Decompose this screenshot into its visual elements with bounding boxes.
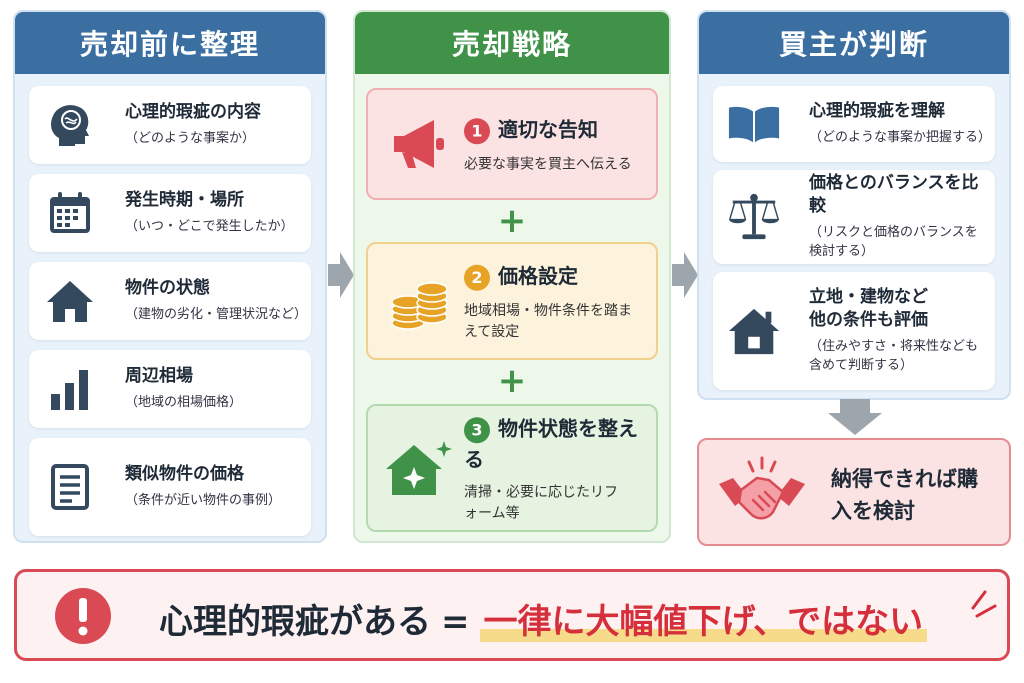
key-message-banner: 心理的瑕疵がある=一律に大幅値下げ、ではない: [14, 569, 1010, 661]
strategy-step: 1 適切な告知 必要な事実を買主へ伝える: [366, 88, 658, 200]
item-sub: （建物の劣化・管理状況など）: [125, 307, 308, 323]
item-sub: （住みやすさ・将来性なども含めて判断する）: [809, 339, 979, 373]
megaphone-icon: [384, 109, 454, 179]
calendar-icon: [43, 186, 97, 240]
column-strategy: 売却戦略 1 適切な告知 必要な事実を買主へ伝える + 2 価格設定 地域相場・物件…: [353, 10, 671, 543]
arrow-down-icon: [828, 399, 882, 435]
head-brain-icon: [43, 98, 97, 152]
step-number: 3: [464, 416, 490, 443]
list-item: 発生時期・場所 （いつ・どこで発生したか）: [29, 174, 311, 252]
column-title: 買主が判断: [699, 12, 1009, 74]
banner-equals: =: [441, 602, 470, 642]
sparkle-house-icon: [384, 433, 454, 503]
coins-icon: [384, 266, 454, 336]
banner-right: 一律に大幅値下げ、ではない: [479, 602, 928, 642]
document-icon: [43, 460, 97, 514]
item-title: 心理的瑕疵を理解: [809, 101, 945, 122]
list-item: 価格とのバランスを比較 （リスクと価格のバランスを検討する）: [713, 170, 995, 264]
step-number: 1: [464, 117, 490, 144]
item-title: 類似物件の価格: [125, 464, 244, 485]
item-sub: （どのような事案か把握する）: [809, 130, 992, 146]
scale-icon: [727, 190, 781, 244]
item-title: 周辺相場: [125, 366, 193, 387]
item-sub: （地域の相場価格）: [125, 395, 243, 411]
item-title: 価格とのバランスを比較: [809, 173, 979, 217]
column-preparation: 売却前に整理 心理的瑕疵の内容 （どのような事案か） 発生時期・場所 （いつ・ど…: [13, 10, 327, 543]
emphasis-marks-icon: [971, 590, 997, 618]
book-icon: [727, 97, 781, 151]
decision-box: 納得できれば購入を検討: [697, 438, 1011, 546]
item-title: 物件の状態: [125, 278, 210, 299]
item-sub: （いつ・どこで発生したか）: [125, 219, 294, 235]
step-title: 価格設定: [498, 263, 578, 288]
step-desc: 必要な事実を買主へ伝える: [464, 155, 632, 172]
bar-chart-icon: [43, 362, 97, 416]
column-title: 売却前に整理: [15, 12, 325, 74]
strategy-step: 2 価格設定 地域相場・物件条件を踏まえて設定: [366, 242, 658, 360]
arrow-right-icon: [328, 252, 354, 298]
item-sub: （リスクと価格のバランスを検討する）: [809, 225, 978, 259]
decision-text: 納得できれば購入を検討: [831, 467, 978, 523]
list-item: 立地・建物など他の条件も評価 （住みやすさ・将来性なども含めて判断する）: [713, 272, 995, 390]
column-buyer: 買主が判断 心理的瑕疵を理解 （どのような事案か把握する） 価格とのバランスを比…: [697, 10, 1011, 400]
plus-icon: +: [497, 361, 527, 401]
item-sub: （条件が近い物件の事例）: [125, 493, 282, 509]
exclamation-icon: [53, 586, 113, 646]
house-icon: [727, 304, 781, 358]
list-item: 心理的瑕疵を理解 （どのような事案か把握する）: [713, 86, 995, 162]
column-title: 売却戦略: [355, 12, 669, 74]
list-item: 心理的瑕疵の内容 （どのような事案か）: [29, 86, 311, 164]
step-desc: 地域相場・物件条件を踏まえて設定: [464, 302, 632, 340]
plus-icon: +: [497, 201, 527, 241]
list-item: 類似物件の価格 （条件が近い物件の事例）: [29, 438, 311, 536]
item-title: 立地・建物など他の条件も評価: [809, 287, 928, 331]
step-title: 適切な告知: [498, 117, 598, 142]
list-item: 周辺相場 （地域の相場価格）: [29, 350, 311, 428]
arrow-right-icon: [672, 252, 698, 298]
step-number: 2: [464, 264, 490, 291]
handshake-icon: [717, 454, 807, 534]
item-title: 発生時期・場所: [125, 190, 244, 211]
banner-left: 心理的瑕疵がある: [159, 602, 431, 642]
item-title: 心理的瑕疵の内容: [125, 102, 261, 123]
step-title: 物件状態を整える: [464, 416, 638, 471]
house-icon: [43, 274, 97, 328]
step-desc: 清掃・必要に応じたリフォーム等: [464, 483, 618, 521]
list-item: 物件の状態 （建物の劣化・管理状況など）: [29, 262, 311, 340]
item-sub: （どのような事案か）: [125, 131, 256, 147]
